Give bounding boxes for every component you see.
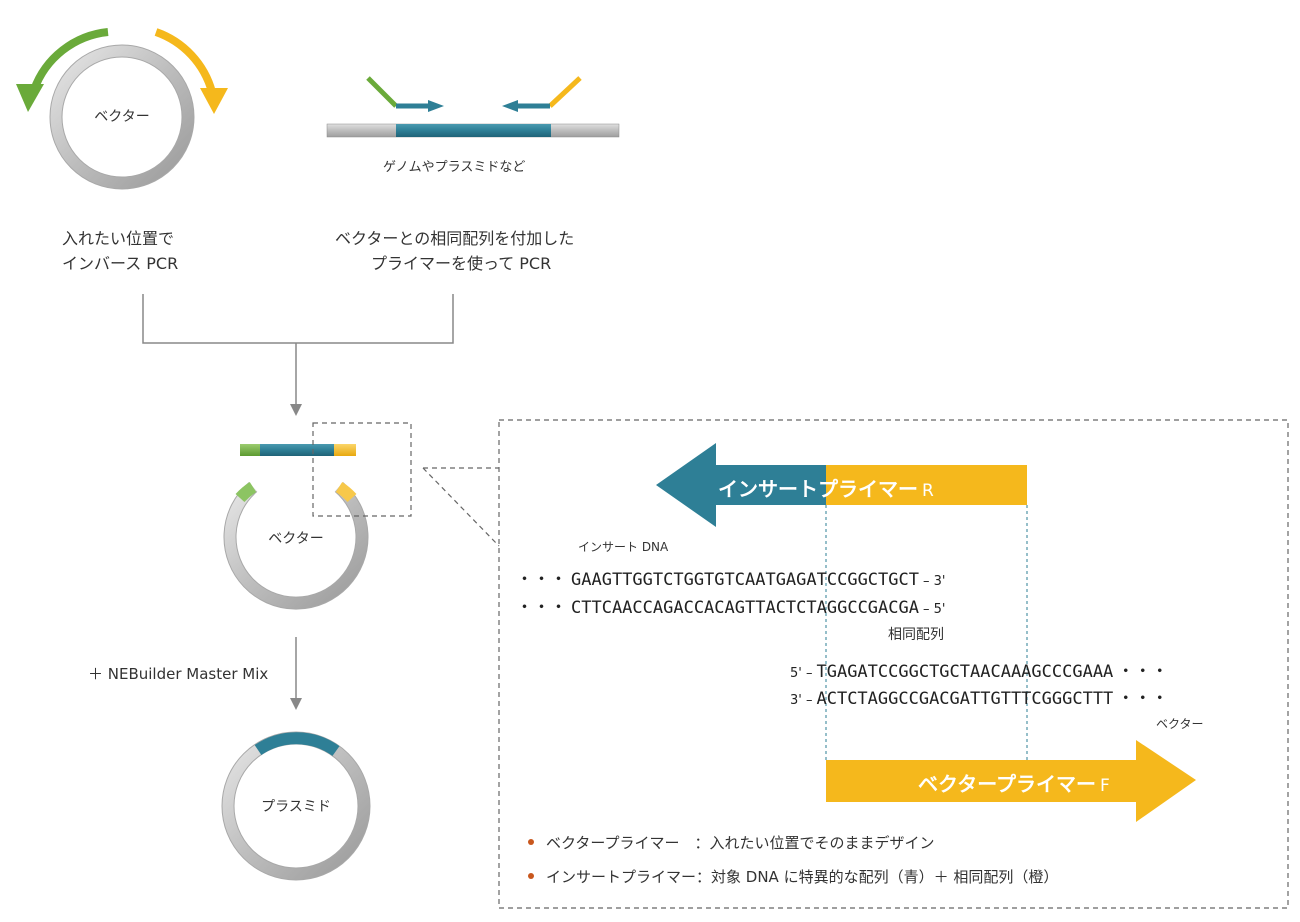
note-vector-primer: ベクタープライマー ：入れたい位置でそのままデザイン xyxy=(528,832,935,853)
inverse-pcr-caption-1: 入れたい位置で xyxy=(62,229,175,248)
insert-primer-arrow xyxy=(656,443,1027,527)
reverse-primer xyxy=(502,76,582,112)
primer-pcr-caption-1: ベクターとの相同配列を付加した xyxy=(335,229,575,248)
insert-primer-part2: プライマー xyxy=(818,477,918,501)
vector-bottom-start: 3' – xyxy=(790,693,813,708)
pcr-product-bar xyxy=(240,444,356,456)
vector-ring-top xyxy=(49,44,195,190)
vector-bottom-dots: ・・・ xyxy=(1117,689,1169,709)
merge-connector xyxy=(142,294,454,416)
insert-top-dots: ・・・ xyxy=(516,570,567,590)
homology-label: 相同配列 xyxy=(888,627,944,643)
vector-bottom-strand: 3' –ACTCTAGGCCGACGATTGTTTCGGGCTTT・・・ xyxy=(790,684,1168,709)
vector-top-start: 5' – xyxy=(790,666,813,681)
insert-bottom-strand: ・・・CTTCAACCAGACCACAGTTACTCTAGGCCGACGA – 5… xyxy=(516,593,945,618)
inverse-pcr-caption-2: インバース PCR xyxy=(62,254,179,273)
insert-bottom-end: – 5' xyxy=(923,602,946,617)
vector-top-strand: 5' –TGAGATCCGGCTGCTAACAAAGCCCGAAA・・・ xyxy=(790,657,1168,682)
insert-top-end: – 3' xyxy=(923,574,946,589)
zoom-box xyxy=(312,422,500,547)
vector-primer-suffix: F xyxy=(1100,776,1110,796)
arrow-to-plasmid xyxy=(290,637,302,710)
insert-primer-part1: インサート xyxy=(718,477,818,501)
bullet-dot xyxy=(528,872,534,879)
green-curved-arrow xyxy=(16,28,109,112)
reagent-label: ＋ NEBuilder Master Mix xyxy=(88,665,269,683)
note-vector-primer-text: ベクタープライマー ：入れたい位置でそのままデザイン xyxy=(546,834,935,852)
vector-bottom-seq: ACTCTAGGCCGACGATTGTTTCGGGCTTT xyxy=(816,689,1114,709)
vector-primer-arrow xyxy=(826,740,1196,822)
forward-primer xyxy=(366,76,444,112)
insert-dna-label: インサート DNA xyxy=(578,540,669,554)
template-label: ゲノムやプラスミドなど xyxy=(383,160,526,175)
opened-vector-ring xyxy=(223,481,369,610)
vector-primer-text: ベクタープライマー xyxy=(918,772,1096,796)
opened-vector-label: ベクター xyxy=(268,531,324,547)
primer-pcr-caption-2: プライマーを使って PCR xyxy=(371,254,552,273)
bullet-dot xyxy=(528,838,534,845)
plasmid-ring xyxy=(221,731,371,881)
homology-guides xyxy=(825,505,1028,760)
orange-curved-arrow xyxy=(154,28,228,114)
vector-top-dots: ・・・ xyxy=(1117,662,1169,682)
insert-bottom-dots: ・・・ xyxy=(516,598,567,618)
template-dna-bar xyxy=(326,123,620,138)
plasmid-label: プラスミド xyxy=(261,799,331,815)
vector-ring-label: ベクター xyxy=(94,109,150,125)
insert-bottom-seq: CTTCAACCAGACCACAGTTACTCTAGGCCGACGA xyxy=(571,598,919,618)
insert-top-strand: ・・・GAAGTTGGTCTGGTGTCAATGAGATCCGGCTGCT – 3… xyxy=(516,565,945,590)
vector-top-seq: TGAGATCCGGCTGCTAACAAAGCCCGAAA xyxy=(816,662,1114,682)
insert-top-seq: GAAGTTGGTCTGGTGTCAATGAGATCCGGCTGCT xyxy=(571,570,919,590)
vector-seq-label: ベクター xyxy=(1156,717,1204,731)
note-insert-primer-text: インサートプライマー：対象 DNA に特異的な配列（青）＋ 相同配列（橙） xyxy=(546,868,1059,886)
insert-primer-suffix: R xyxy=(922,481,934,501)
note-insert-primer: インサートプライマー：対象 DNA に特異的な配列（青）＋ 相同配列（橙） xyxy=(528,866,1058,887)
